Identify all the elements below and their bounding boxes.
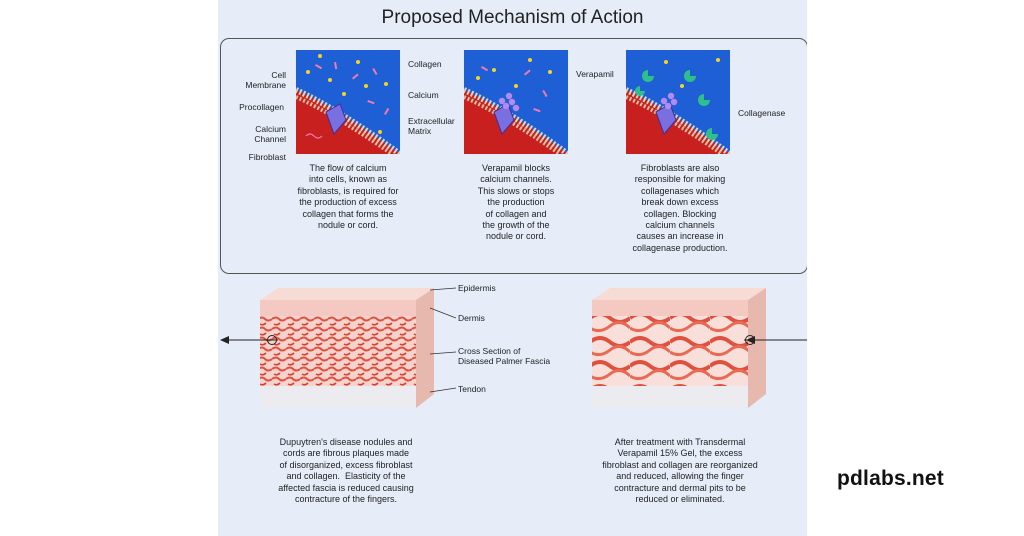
label-collagenase: Collagenase: [738, 108, 786, 118]
label-extracellular-matrix: Extracellular Matrix: [408, 116, 455, 136]
caption-collagenase: Fibroblasts are also responsible for mak…: [632, 163, 728, 253]
calcium-flow-illustration: [296, 50, 400, 154]
label-fibroblast: Fibroblast: [248, 152, 286, 162]
label-calcium: Calcium: [408, 90, 439, 100]
label-collagen: Collagen: [408, 59, 442, 69]
label-verapamil: Verapamil: [576, 69, 614, 79]
mechanism-panel: [220, 38, 807, 274]
caption-verapamil-block: Verapamil blocks calcium channels. This …: [477, 163, 555, 242]
caption-calcium-flow: The flow of calcium into cells, known as…: [297, 163, 399, 231]
diseased-tissue-block: [260, 288, 434, 408]
label-procollagen: Procollagen: [239, 102, 284, 112]
right-arrow-icon: [744, 336, 807, 344]
label-tendon: Tendon: [458, 384, 486, 394]
treated-tissue-block: [592, 288, 766, 408]
caption-diseased: Dupuytren's disease nodules and cords ar…: [278, 437, 414, 505]
diagram-poster: Proposed Mechanism of Action Cell Membra…: [218, 0, 807, 536]
label-calcium-channel: Calcium Channel: [254, 124, 286, 144]
label-cross-section: Cross Section of Diseased Palmer Fascia: [458, 346, 551, 366]
bottom-label-leaders: [429, 287, 457, 393]
label-cell-membrane: Cell Membrane: [245, 70, 286, 90]
caption-treated: After treatment with Transdermal Verapam…: [602, 437, 758, 505]
verapamil-block-illustration: [464, 50, 568, 154]
left-arrow-icon: [220, 336, 278, 344]
diagram-title: Proposed Mechanism of Action: [381, 7, 644, 28]
watermark-site: pdlabs.net: [836, 467, 944, 490]
label-dermis: Dermis: [458, 313, 485, 323]
label-epidermis: Epidermis: [458, 283, 496, 293]
collagenase-illustration: [626, 50, 730, 154]
